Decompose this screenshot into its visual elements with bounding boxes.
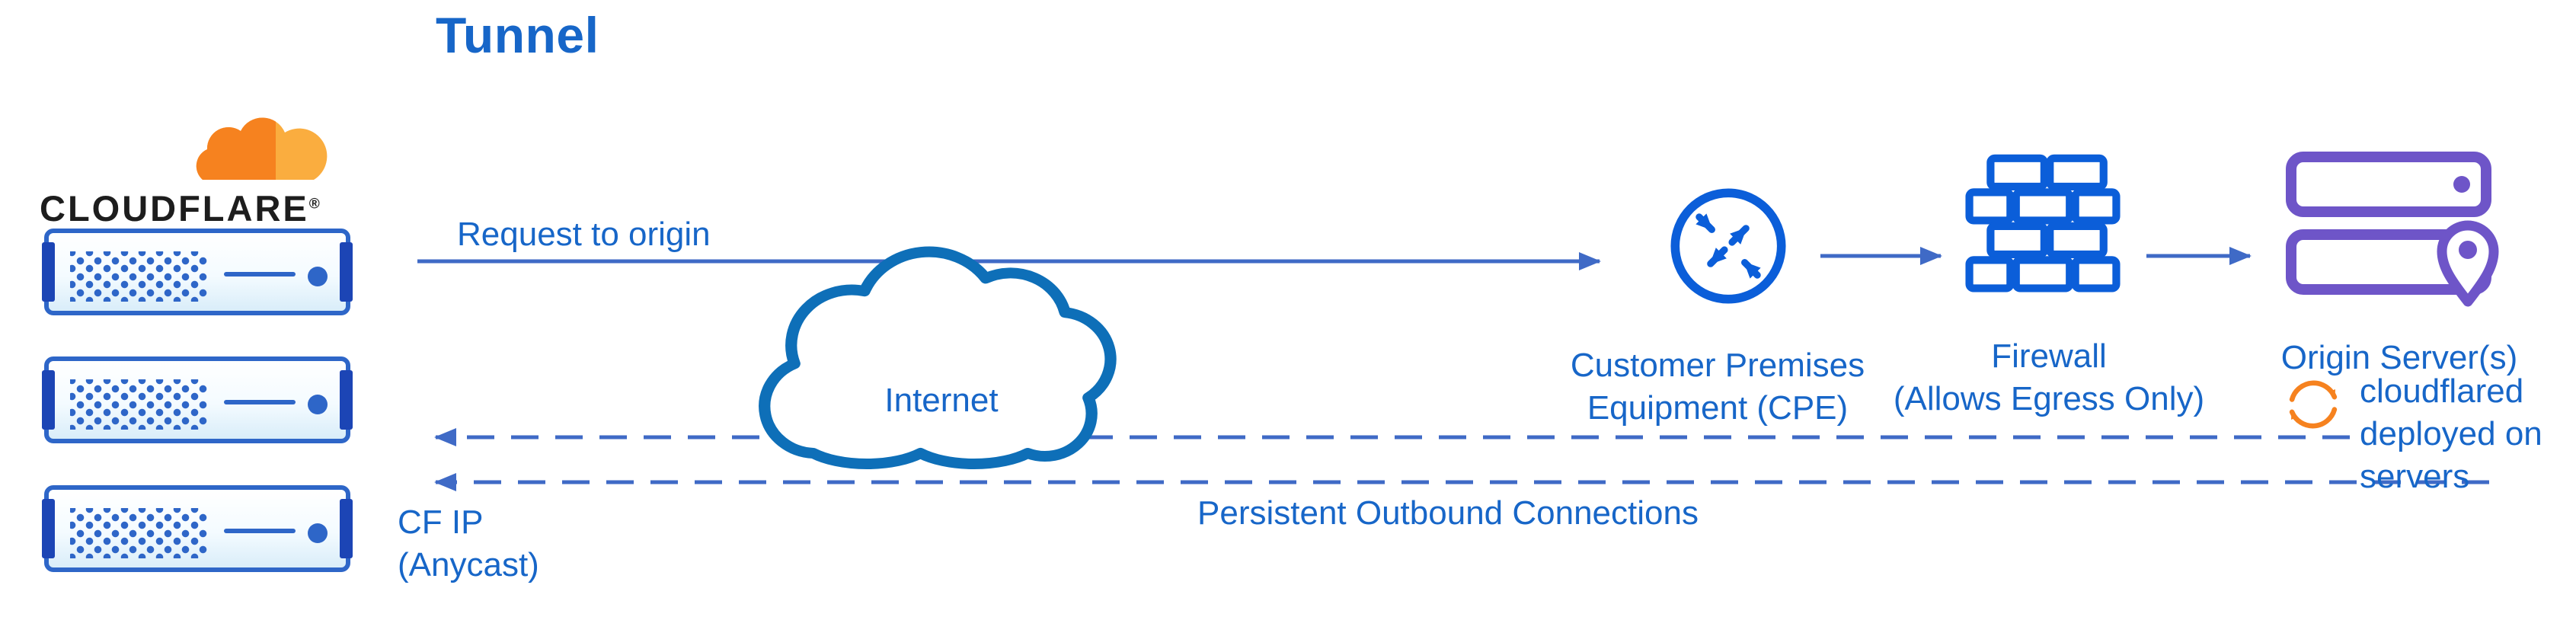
cpe-arrow-in-nw	[1695, 213, 1715, 233]
cloudflare-wordmark: CLOUDFLARE®	[40, 187, 320, 229]
cloudflare-cloud-dark-part	[196, 117, 276, 180]
firewall-icon	[1965, 154, 2121, 293]
server-left-tab	[42, 370, 55, 430]
server-body	[44, 229, 350, 315]
cf-ip-label-line1: CF IP	[398, 504, 484, 541]
server-body	[44, 485, 350, 572]
page-title: Tunnel	[436, 7, 599, 63]
cloudflared-label-line3: servers	[2360, 457, 2470, 495]
cloudflared-label-line2: deployed on	[2360, 414, 2542, 452]
server-dots-pattern	[70, 508, 207, 558]
server-vent-line	[224, 272, 296, 277]
origin-servers-icon	[2286, 152, 2499, 307]
edge-server-icon	[42, 356, 353, 443]
cloudflared-label: cloudflared deployed on servers	[2360, 370, 2542, 498]
cpe-label-line2: Equipment (CPE)	[1587, 388, 1849, 427]
internet-label: Internet	[884, 382, 999, 419]
location-pin-icon	[2437, 220, 2499, 307]
cpe-router-icon	[1670, 188, 1786, 304]
cpe-arrow-out-sw	[1707, 246, 1728, 267]
origin-label: Origin Server(s)	[2280, 339, 2518, 376]
internet-cloud-icon	[759, 246, 1117, 470]
cpe-arrow-in-se	[1741, 259, 1761, 279]
persistent-outbound-label: Persistent Outbound Connections	[1197, 494, 1699, 532]
edge-server-icon	[42, 229, 353, 315]
firewall-label-line1: Firewall	[1991, 337, 2107, 375]
server-led	[308, 395, 328, 414]
server-left-tab	[42, 242, 55, 302]
registered-trademark-symbol: ®	[308, 196, 320, 213]
request-to-origin-label: Request to origin	[457, 216, 711, 253]
cf-ip-label-line2: (Anycast)	[398, 545, 539, 583]
cf-ip-anycast-label: CF IP (Anycast)	[398, 501, 539, 587]
firewall-label-line2: (Allows Egress Only)	[1893, 379, 2205, 417]
server-dots-pattern	[70, 251, 207, 302]
server-left-tab	[42, 499, 55, 558]
server-led	[308, 523, 328, 543]
sync-arc-top	[2289, 380, 2338, 402]
cpe-circle	[1670, 188, 1786, 304]
internet-cloud-outline	[759, 246, 1117, 470]
server-vent-line	[224, 400, 296, 404]
cpe-arrow-out-ne	[1728, 225, 1750, 246]
server-led	[308, 267, 328, 286]
server-body	[44, 356, 350, 443]
server-right-tab	[340, 242, 353, 302]
server-vent-line	[224, 529, 296, 533]
server-right-tab	[340, 499, 353, 558]
server-dots-pattern	[70, 379, 207, 430]
sync-arc-bottom	[2289, 407, 2338, 429]
server-right-tab	[340, 370, 353, 430]
cloudflare-cloud-icon	[196, 117, 328, 180]
cpe-label: Customer Premises Equipment (CPE)	[1520, 344, 1916, 430]
cloudflared-sync-icon	[2289, 380, 2338, 429]
cpe-label-line1: Customer Premises	[1570, 347, 1865, 384]
edge-server-icon	[42, 485, 353, 572]
cloudflared-label-line1: cloudflared	[2360, 372, 2524, 410]
firewall-bricks	[1965, 154, 2121, 293]
firewall-label: Firewall (Allows Egress Only)	[1828, 335, 2270, 420]
cloudflare-wordmark-text: CLOUDFLARE	[40, 188, 309, 229]
